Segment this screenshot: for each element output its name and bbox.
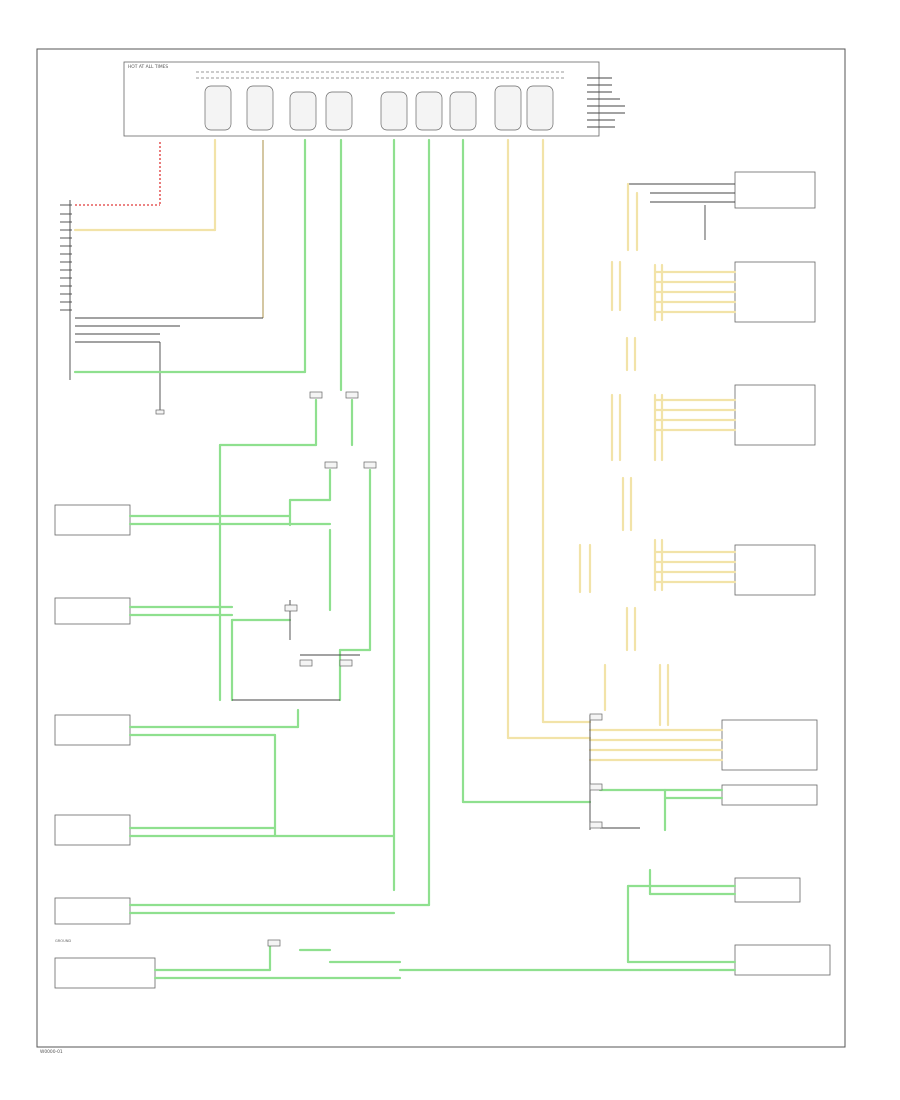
- left-module-6: [54, 943, 642, 989]
- splice-icon: [284, 604, 298, 612]
- center-splice-network: [218, 398, 372, 702]
- left-module-1: [54, 504, 332, 536]
- right-module-b: [610, 260, 816, 323]
- can-trunk-wires: [339, 138, 592, 907]
- left-label-small: GROUND: [55, 939, 71, 943]
- left-module-3: [54, 708, 300, 838]
- diagram-frame: [36, 48, 846, 1048]
- ground-icon: [155, 409, 165, 415]
- splice-icon: [339, 659, 353, 667]
- left-module-5: [54, 897, 431, 925]
- splice-icon: [299, 659, 313, 667]
- left-central-module: [69, 138, 307, 415]
- splice-icon: [589, 713, 603, 721]
- right-module-g: [626, 868, 801, 964]
- splice-icon: [267, 939, 281, 947]
- fuse-icon: [415, 91, 443, 131]
- top-module-legend: [587, 77, 625, 128]
- top-module-label: HOT AT ALL TIMES: [128, 64, 168, 70]
- fuse-icon: [204, 85, 232, 131]
- right-module-d: [578, 476, 816, 652]
- splice-icon: [589, 783, 603, 791]
- fuse-icon: [325, 91, 353, 131]
- splice-icon: [589, 821, 603, 829]
- right-module-f: [598, 784, 818, 832]
- splice-icon: [324, 461, 338, 469]
- footer-code: W0000-01: [40, 1049, 63, 1055]
- fuse-icon: [246, 85, 274, 131]
- fuse-icon: [494, 85, 522, 131]
- right-module-h: [626, 944, 831, 976]
- splice-markers: [267, 391, 603, 947]
- right-module-c: [610, 336, 816, 462]
- fuse-icon: [289, 91, 317, 131]
- right-module-e: [588, 663, 818, 830]
- fuse-row: [204, 85, 554, 131]
- fuse-icon: [449, 91, 477, 131]
- right-module-a: [626, 171, 816, 252]
- left-module-4: [54, 814, 396, 846]
- splice-icon: [363, 461, 377, 469]
- left-pin-ticks: [60, 204, 72, 311]
- splice-icon: [345, 391, 359, 399]
- fuse-icon: [380, 91, 408, 131]
- fuse-icon: [526, 85, 554, 131]
- splice-icon: [309, 391, 323, 399]
- left-module-2: [54, 597, 234, 625]
